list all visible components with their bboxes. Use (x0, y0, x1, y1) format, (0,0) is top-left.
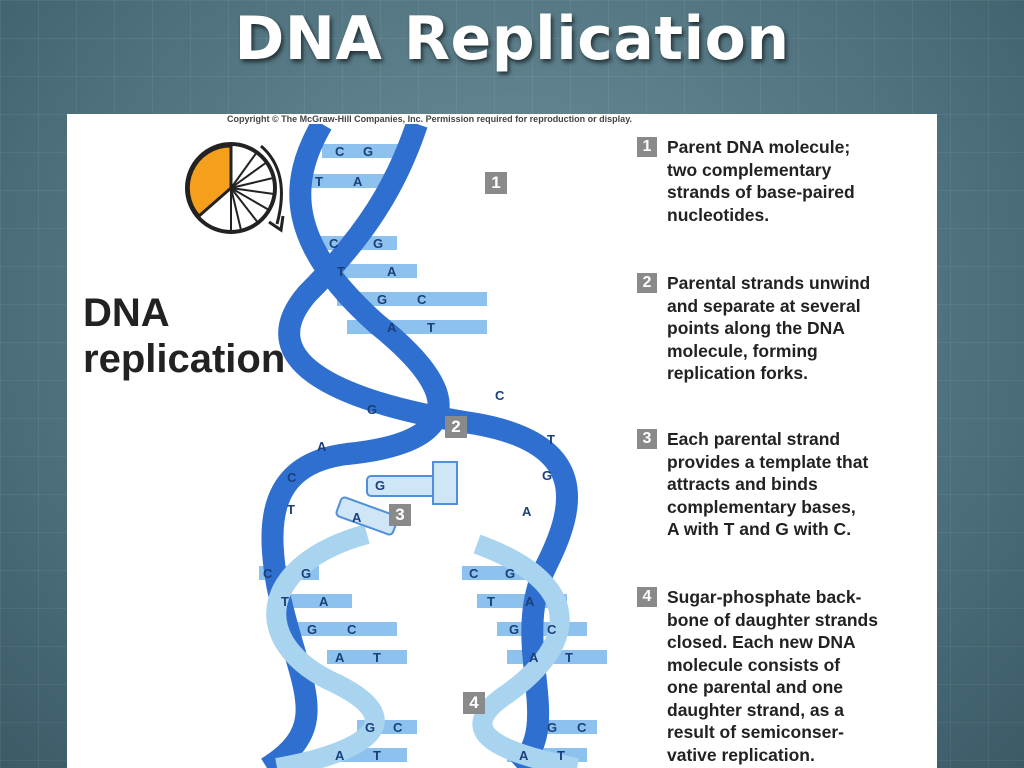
base-letter: T (427, 320, 435, 335)
copyright-notice: Copyright © The McGraw-Hill Companies, I… (227, 114, 632, 124)
step-marker-3: 3 (389, 504, 411, 526)
step-marker-2: 2 (445, 416, 467, 438)
base-letter: A (522, 504, 532, 519)
base-letter: T (487, 594, 495, 609)
step-2: 2 Parental strands unwind and separate a… (637, 272, 927, 385)
base-letter: T (557, 748, 565, 763)
base-letter: C (469, 566, 479, 581)
base-letter: G (373, 236, 383, 251)
base-letter: T (287, 502, 295, 517)
base-letter: A (387, 320, 397, 335)
base-letter: A (353, 174, 363, 189)
base-letter: C (547, 622, 557, 637)
base-letter: C (495, 388, 505, 403)
base-letter: A (317, 439, 327, 454)
step-marker-1: 1 (485, 172, 507, 194)
base-letter: G (307, 622, 317, 637)
base-letter: T (547, 432, 555, 447)
parental-strand-left (267, 124, 439, 768)
base-letter: T (565, 650, 573, 665)
base-letter: T (373, 650, 381, 665)
base-letter: G (509, 622, 519, 637)
free-base-letter: G (375, 478, 385, 493)
base-letter: G (363, 144, 373, 159)
base-letter: C (329, 236, 339, 251)
step-text: Parent DNA molecule; two complementary s… (667, 136, 927, 226)
base-letter: A (319, 594, 329, 609)
base-letter: G (542, 468, 552, 483)
step-number: 4 (637, 587, 657, 607)
base-letter: G (377, 292, 387, 307)
base-letter: C (335, 144, 345, 159)
base-letter: C (347, 622, 357, 637)
base-letter: G (365, 720, 375, 735)
base-letter: T (337, 264, 345, 279)
step-text: Sugar-phosphate back- bone of daughter s… (667, 586, 927, 766)
step-number: 3 (637, 429, 657, 449)
base-letter: T (315, 174, 323, 189)
base-letter: T (373, 748, 381, 763)
step-number: 1 (637, 137, 657, 157)
step-text: Parental strands unwind and separate at … (667, 272, 927, 385)
free-base-letter: A (352, 510, 362, 525)
base-letter: A (387, 264, 397, 279)
step-3: 3 Each parental strand provides a templa… (637, 428, 927, 541)
base-letter: G (505, 566, 515, 581)
base-letter: G (547, 720, 557, 735)
base-letter: A (529, 650, 539, 665)
base-letter: C (577, 720, 587, 735)
base-letter: T (281, 594, 289, 609)
step-text: Each parental strand provides a template… (667, 428, 927, 541)
base-letter: A (525, 594, 535, 609)
slide-title: DNA Replication (0, 4, 1024, 74)
base-letter: A (335, 650, 345, 665)
base-letter: G (301, 566, 311, 581)
base-letter: C (263, 566, 273, 581)
base-letter: C (417, 292, 427, 307)
base-letter: C (287, 470, 297, 485)
base-letter: C (393, 720, 403, 735)
step-number: 2 (637, 273, 657, 293)
base-letter: A (335, 748, 345, 763)
dna-replication-figure: Copyright © The McGraw-Hill Companies, I… (67, 114, 937, 768)
base-letter: G (367, 402, 377, 417)
step-1: 1 Parent DNA molecule; two complementary… (637, 136, 927, 226)
base-letter: A (519, 748, 529, 763)
step-4: 4 Sugar-phosphate back- bone of daughter… (637, 586, 927, 766)
step-marker-4: 4 (463, 692, 485, 714)
